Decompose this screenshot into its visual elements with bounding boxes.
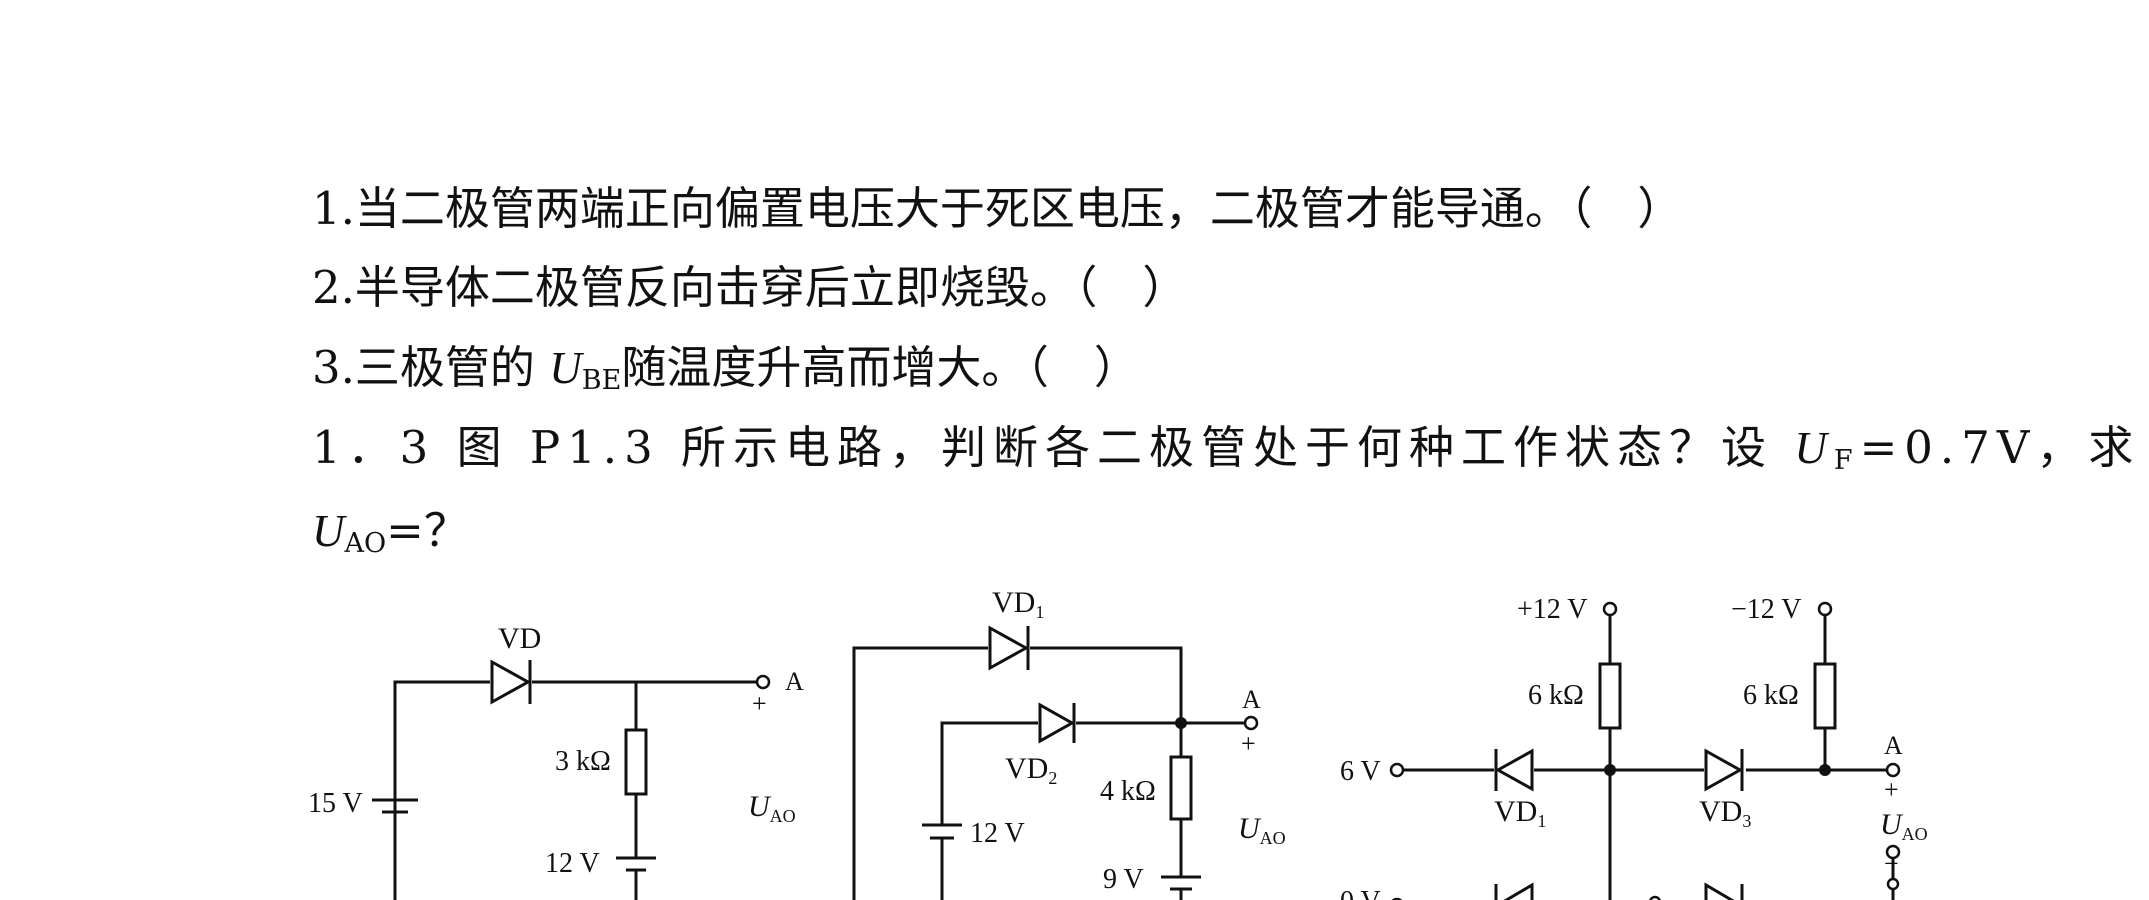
vd1-label: VD1: [1494, 795, 1546, 831]
source-12v-label: 12 V: [545, 848, 600, 879]
ube-sub: BE: [581, 365, 622, 396]
vd2-sub: 2: [1048, 768, 1057, 788]
input-6v-label: 6 V: [1340, 756, 1381, 787]
question-3-suffix: 随温度升高而增大。（ ）: [621, 341, 1139, 394]
circuit-c: +12 V −12 V 6 kΩ 6 kΩ 6 V 0 V VD1 VD3 A …: [1340, 594, 1928, 900]
vd-label: VD: [498, 622, 541, 655]
uao-output-label: UAO: [1238, 812, 1286, 848]
diode-vd3-icon: [1704, 748, 1744, 792]
junction-node-left: [1604, 764, 1616, 776]
uao-sub: AO: [1902, 824, 1928, 844]
uao-var: U: [1238, 812, 1262, 845]
minus-label: −: [1884, 849, 1899, 878]
resistor-4k-label: 4 kΩ: [1100, 776, 1156, 807]
vd2-text: VD: [1005, 752, 1048, 785]
supply-neg-terminal-icon: [1817, 601, 1833, 617]
vd1-sub: 1: [1035, 602, 1044, 622]
uao-output-label: UAO: [1880, 808, 1928, 844]
resistor-6k-right-icon: [1813, 662, 1837, 730]
resistor-6k-right-label: 6 kΩ: [1743, 680, 1799, 711]
resistor-3k-icon: [624, 728, 648, 796]
question-3-prefix: 3.三极管的: [312, 341, 550, 394]
vd2-label: VD2: [1005, 752, 1057, 788]
vd1-text: VD: [992, 586, 1035, 619]
resistor-6k-left-label: 6 kΩ: [1528, 680, 1584, 711]
source-15v-label: 15 V: [308, 788, 363, 819]
question-1: 1.当二极管两端正向偏置电压大于死区电压，二极管才能导通。（ ）: [312, 182, 1683, 235]
vd1-label: VD1: [992, 586, 1044, 622]
diode-vd1-icon: [1494, 748, 1534, 792]
ube-var: U: [549, 343, 582, 393]
terminal-ground-icon: [1886, 877, 1900, 891]
plus-label: +: [1884, 775, 1899, 804]
question-4-prefix: 1．3 图 P1.3 所示电路，判断各二极管处于何种工作状态？设: [312, 421, 1795, 474]
terminal-a-label: A: [1884, 731, 1903, 760]
uf-sub: F: [1833, 445, 1860, 476]
uao-var: U: [748, 790, 772, 823]
input-0v-label: 0 V: [1340, 886, 1381, 900]
supply-pos-label: +12 V: [1517, 594, 1588, 625]
uf-value: =0.7V，求: [1859, 421, 2141, 474]
junction-node-right: [1819, 764, 1831, 776]
terminal-a-icon: [755, 674, 771, 690]
vd1-sub: 1: [1537, 811, 1546, 831]
question-2: 2.半导体二极管反向击穿后立即烧毁。（ ）: [312, 261, 1188, 314]
circuit-b: VD1 VD2 A + 4 kΩ 12 V 9 V UAO: [852, 586, 1286, 900]
question-3: 3.三极管的 UBE随温度升高而增大。（ ）: [312, 343, 1139, 394]
vd3-sub: 3: [1742, 811, 1751, 831]
terminal-a-icon: [1243, 715, 1259, 731]
uao-var: U: [1880, 808, 1904, 841]
uao-sub: AO: [344, 528, 387, 559]
plus-label: +: [752, 689, 767, 718]
vd3-label: VD3: [1699, 795, 1751, 831]
resistor-4k-icon: [1169, 755, 1193, 821]
plus-label: +: [1241, 729, 1256, 758]
diode-vd4-icon: [1704, 882, 1735, 900]
uao-output-label: UAO: [748, 790, 796, 826]
resistor-3k-label: 3 kΩ: [555, 746, 611, 777]
uao-sub: AO: [770, 806, 796, 826]
circuit-a: VD A + 3 kΩ 15 V 12 V UAO: [308, 622, 804, 900]
supply-pos-terminal-icon: [1602, 601, 1618, 617]
uao-sub: AO: [1260, 828, 1286, 848]
question-4-line-2-suffix: =？: [386, 504, 469, 557]
diode-vd-icon: [490, 659, 532, 705]
source-9v-label: 9 V: [1103, 864, 1144, 895]
diode-vd2-icon: [1038, 702, 1076, 744]
terminal-a-icon: [1885, 762, 1901, 778]
supply-neg-label: −12 V: [1731, 594, 1802, 625]
uao-var: U: [312, 506, 345, 556]
question-4-line-1: 1．3 图 P1.3 所示电路，判断各二极管处于何种工作状态？设 UF=0.7V…: [312, 423, 2140, 474]
input-6v-terminal-icon: [1389, 762, 1405, 778]
uf-var: U: [1794, 423, 1834, 473]
diode-vd1-icon: [988, 625, 1030, 671]
junction-open-icon: [1649, 895, 1661, 900]
circuit-diagrams: VD A + 3 kΩ 15 V 12 V UAO VD1 VD2 A + 4 …: [308, 586, 1928, 900]
diode-vd2-icon: [1503, 882, 1534, 900]
vd1-text: VD: [1494, 795, 1537, 828]
question-4-line-2: UAO=？: [312, 506, 469, 557]
terminal-a-label: A: [1242, 685, 1261, 714]
source-12v-label: 12 V: [970, 818, 1025, 849]
terminal-a-label: A: [785, 667, 804, 696]
vd3-text: VD: [1699, 795, 1742, 828]
resistor-6k-left-icon: [1598, 662, 1622, 730]
